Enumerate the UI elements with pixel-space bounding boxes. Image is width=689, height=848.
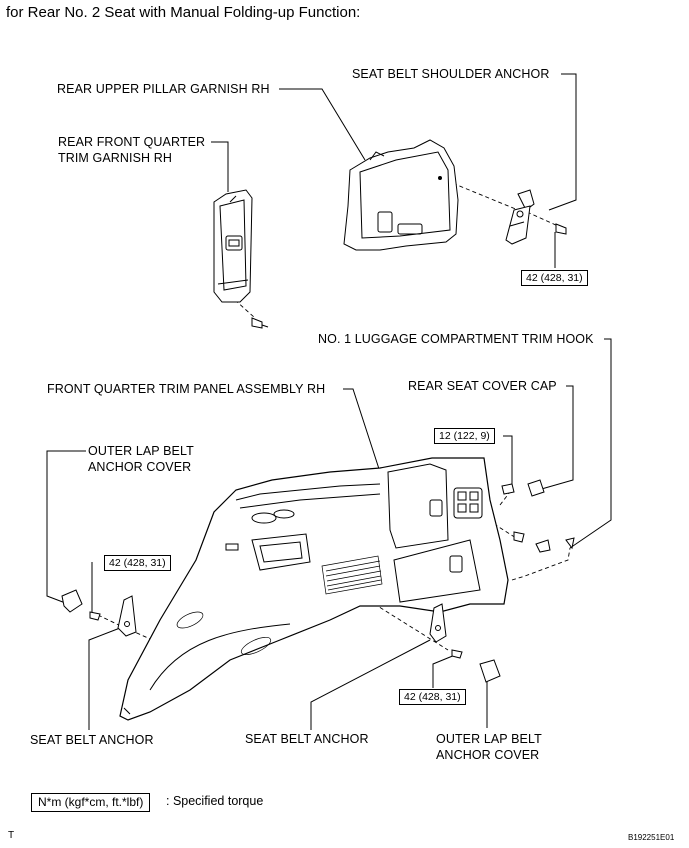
rear-seat-cover-cap: [527, 479, 545, 497]
label-rear-upper-pillar-garnish: REAR UPPER PILLAR GARNISH RH: [57, 82, 270, 96]
speaker-grille: [321, 555, 383, 595]
label-outer-lap-cover-left-line2: ANCHOR COVER: [88, 460, 192, 474]
front-quarter-trim-panel: [119, 457, 509, 721]
leader-lines: [46, 73, 612, 730]
left-anchor-bolt-icon: [89, 611, 101, 621]
legend-torque-box: N*m (kgf*cm, ft.*lbf): [31, 793, 151, 812]
garnish-bolt-icon: [251, 317, 269, 329]
label-rear-front-quarter-line2: TRIM GARNISH RH: [58, 151, 172, 165]
torque-right-anchor: 42 (428, 31): [399, 689, 466, 705]
torque-left-anchor: 42 (428, 31): [104, 555, 171, 571]
label-rear-front-quarter-line1: REAR FRONT QUARTER: [58, 135, 206, 149]
label-outer-lap-cover-right-line2: ANCHOR COVER: [436, 748, 540, 762]
corner-mark-left: T: [8, 830, 15, 841]
label-front-quarter-panel: FRONT QUARTER TRIM PANEL ASSEMBLY RH: [47, 382, 326, 396]
shoulder-anchor-bolt-icon: [555, 223, 567, 235]
label-seat-belt-shoulder-anchor: SEAT BELT SHOULDER ANCHOR: [352, 67, 550, 81]
outer-lap-belt-anchor-cover-right: [479, 659, 501, 683]
label-outer-lap-cover-right-line1: OUTER LAP BELT: [436, 732, 542, 746]
mid-anchor-bolt-icon: [451, 649, 463, 659]
lower-vents: [176, 611, 272, 656]
rear-front-quarter-trim-garnish: [213, 189, 253, 303]
page-title: for Rear No. 2 Seat with Manual Folding-…: [6, 4, 361, 21]
seat-belt-anchor-mid: [429, 603, 447, 643]
luggage-hook-icon: [535, 537, 575, 553]
seat-cover-bolt-icon: [501, 483, 515, 495]
outer-lap-belt-anchor-cover-left: [61, 589, 83, 613]
rear-upper-pillar-garnish: [343, 139, 459, 251]
seat-belt-anchor-left: [117, 595, 137, 637]
label-rear-seat-cover-cap: REAR SEAT COVER CAP: [408, 379, 557, 393]
legend-text: : Specified torque: [166, 794, 264, 808]
label-seat-belt-anchor-mid: SEAT BELT ANCHOR: [245, 732, 369, 746]
figure-id: B192251E01: [628, 833, 675, 842]
label-luggage-trim-hook: NO. 1 LUGGAGE COMPARTMENT TRIM HOOK: [318, 332, 594, 346]
label-outer-lap-cover-left-line1: OUTER LAP BELT: [88, 444, 194, 458]
torque-shoulder-anchor: 42 (428, 31): [521, 270, 588, 286]
panel-bolt-icon: [513, 531, 525, 543]
seat-belt-shoulder-anchor: [505, 189, 535, 245]
label-seat-belt-anchor-left: SEAT BELT ANCHOR: [30, 733, 154, 747]
torque-rear-seat-cover: 12 (122, 9): [434, 428, 495, 444]
